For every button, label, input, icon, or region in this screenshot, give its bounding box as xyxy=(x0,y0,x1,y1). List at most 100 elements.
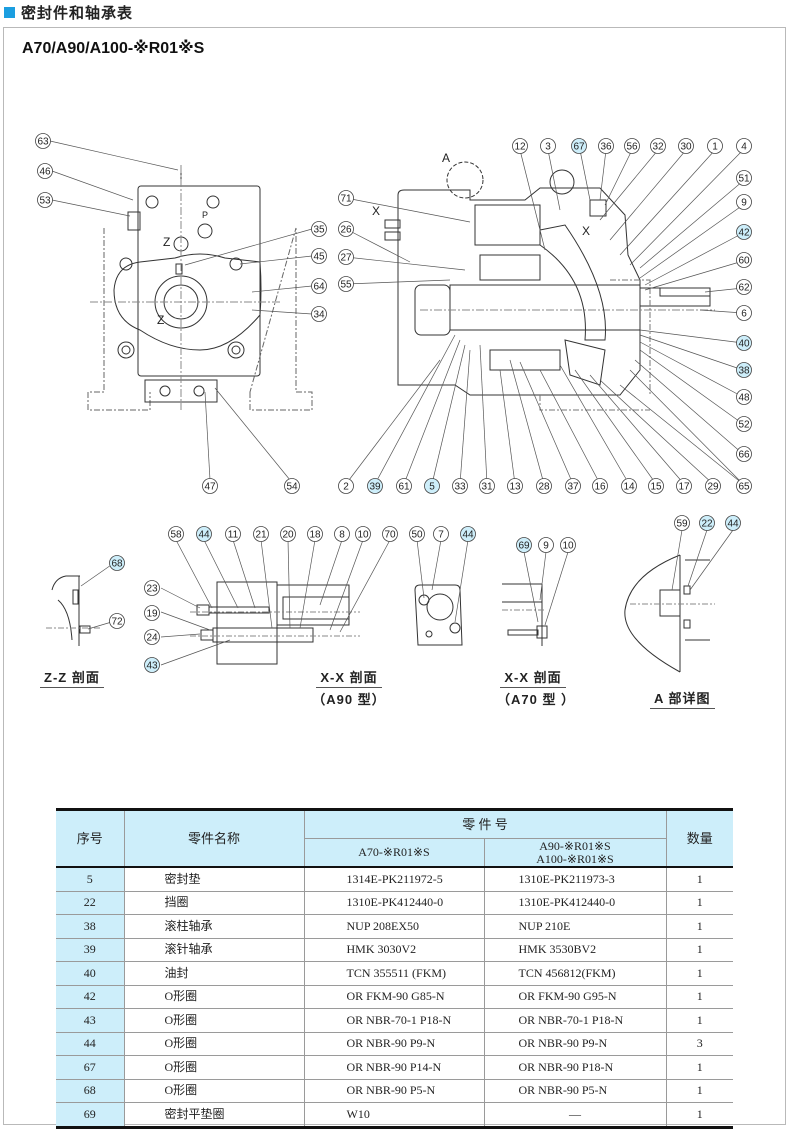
row-part-no-a90-a100: OR NBR-70-1 P18-N xyxy=(483,1008,667,1033)
row-part-name: O形圈 xyxy=(123,1078,305,1103)
callout-label: 69 xyxy=(518,541,530,552)
callout-36: 36 xyxy=(598,138,614,154)
xx-a90-section xyxy=(190,581,360,665)
section-title: 密封件和轴承表 xyxy=(21,4,134,22)
callout-53: 53 xyxy=(37,192,53,208)
callout-3: 3 xyxy=(540,138,556,154)
callout-circle xyxy=(512,138,528,154)
callout-circle xyxy=(37,163,53,179)
callout-46: 46 xyxy=(37,163,53,179)
callout-circle xyxy=(650,138,666,154)
callout-label: 66 xyxy=(738,450,750,461)
seal-bearing-table: 序号 零件名称 零 件 号 数量 A70-※R01※S A90-※R01※S A… xyxy=(56,808,733,1129)
row-no: 43 xyxy=(56,1008,125,1033)
callout-label: 39 xyxy=(369,482,381,493)
row-part-name: O形圈 xyxy=(123,1031,305,1056)
callout-circle xyxy=(168,526,184,542)
callout-label: 56 xyxy=(626,142,638,153)
callout-58: 58 xyxy=(168,526,184,542)
callout-50: 50 xyxy=(409,526,425,542)
z-mark-2: Z xyxy=(157,313,164,327)
callout-circle xyxy=(144,605,160,621)
callout-51: 51 xyxy=(736,170,752,186)
callout-label: 43 xyxy=(146,661,158,672)
callout-label: 52 xyxy=(738,420,750,431)
callout-37: 37 xyxy=(565,478,581,494)
callout-circle xyxy=(382,526,398,542)
row-part-name: O形圈 xyxy=(123,984,305,1009)
callout-circle xyxy=(507,478,523,494)
callout-7: 7 xyxy=(433,526,449,542)
callout-label: 40 xyxy=(738,339,750,350)
callout-label: 68 xyxy=(111,559,123,570)
z-mark-1: Z xyxy=(163,235,170,249)
row-part-no-a90-a100: OR NBR-90 P18-N xyxy=(483,1055,667,1080)
callout-label: 9 xyxy=(741,198,747,209)
header-qty: 数量 xyxy=(665,808,733,868)
callout-circle xyxy=(109,613,125,629)
row-qty: 1 xyxy=(665,1055,733,1080)
callout-label: 17 xyxy=(678,482,690,493)
callout-45: 45 xyxy=(311,248,327,264)
callout-label: 15 xyxy=(650,482,662,493)
row-no: 42 xyxy=(56,984,125,1009)
callout-66: 66 xyxy=(736,446,752,462)
header-name: 零件名称 xyxy=(123,808,305,868)
callout-circle xyxy=(396,478,412,494)
row-part-no-a90-a100: 1310E-PK211973-3 xyxy=(483,866,667,892)
callout-circle xyxy=(338,221,354,237)
callout-circle xyxy=(648,478,664,494)
callout-circle xyxy=(35,133,51,149)
callout-60: 60 xyxy=(736,252,752,268)
callout-27: 27 xyxy=(338,249,354,265)
callout-circle xyxy=(452,478,468,494)
row-part-name: 滚针轴承 xyxy=(123,937,305,962)
callout-33: 33 xyxy=(452,478,468,494)
callout-circle xyxy=(736,252,752,268)
callout-14: 14 xyxy=(621,478,637,494)
callout-19: 19 xyxy=(144,605,160,621)
section-header: 密封件和轴承表 xyxy=(4,2,133,22)
xx-a70-section xyxy=(502,583,548,646)
callout-circle xyxy=(736,305,752,321)
callout-circle xyxy=(311,306,327,322)
header-a100: A100-※R01※S xyxy=(536,851,614,866)
callout-label: 19 xyxy=(146,609,158,620)
callout-circle xyxy=(516,537,532,553)
header-no: 序号 xyxy=(56,808,125,868)
callout-55: 55 xyxy=(338,276,354,292)
callout-label: 30 xyxy=(680,142,692,153)
callout-label: 38 xyxy=(738,366,750,377)
callout-label: 36 xyxy=(600,142,612,153)
callout-44: 44 xyxy=(725,515,741,531)
callout-13: 13 xyxy=(507,478,523,494)
callout-circle xyxy=(424,478,440,494)
row-part-name: O形圈 xyxy=(123,1008,305,1033)
callout-label: 48 xyxy=(738,393,750,404)
callout-circle xyxy=(311,278,327,294)
section-view xyxy=(384,161,715,411)
callout-circle xyxy=(736,170,752,186)
callout-35: 35 xyxy=(311,221,327,237)
caption-xx-a70-text: X-X 剖面 xyxy=(500,670,566,688)
row-part-no-a70: OR NBR-90 P9-N xyxy=(303,1031,485,1056)
callout-16: 16 xyxy=(592,478,608,494)
row-no: 68 xyxy=(56,1078,125,1103)
callout-label: 51 xyxy=(738,174,750,185)
callout-label: 29 xyxy=(707,482,719,493)
callout-label: 10 xyxy=(357,530,369,541)
header-a90: A90-※R01※S xyxy=(539,838,611,853)
callout-17: 17 xyxy=(676,478,692,494)
row-part-no-a70: OR NBR-70-1 P18-N xyxy=(303,1008,485,1033)
row-qty: 1 xyxy=(665,1078,733,1103)
callout-label: 53 xyxy=(39,196,51,207)
a-mark: A xyxy=(442,151,450,165)
row-qty: 1 xyxy=(665,1102,733,1129)
callout-61: 61 xyxy=(396,478,412,494)
callout-31: 31 xyxy=(479,478,495,494)
callout-circle xyxy=(571,138,587,154)
callout-label: 28 xyxy=(538,482,550,493)
row-part-no-a70: TCN 355511 (FKM) xyxy=(303,961,485,986)
